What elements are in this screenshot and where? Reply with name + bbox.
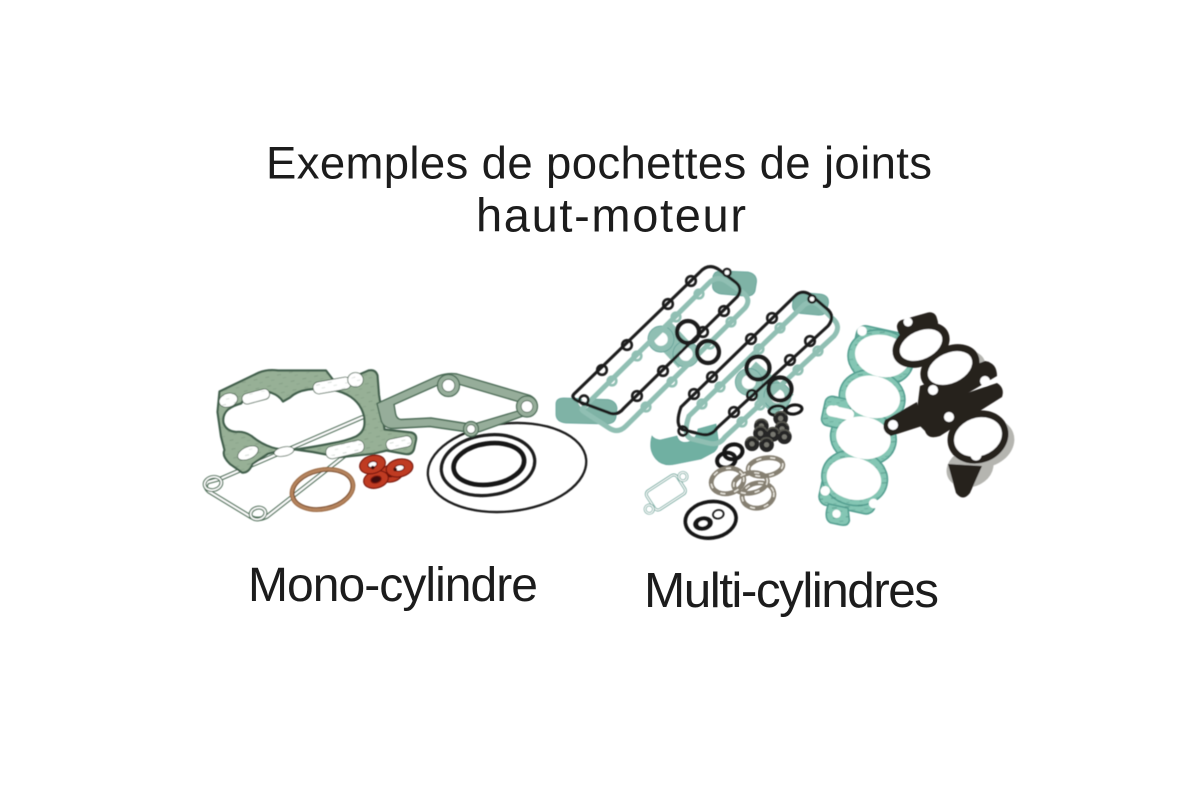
svg-text:Multi-cylindres: Multi-cylindres	[644, 563, 939, 618]
svg-text:haut-moteur: haut-moteur	[476, 189, 746, 242]
svg-text:Exemples de pochettes de joint: Exemples de pochettes de joints	[266, 138, 932, 189]
svg-text:Mono-cylindre: Mono-cylindre	[248, 559, 538, 612]
